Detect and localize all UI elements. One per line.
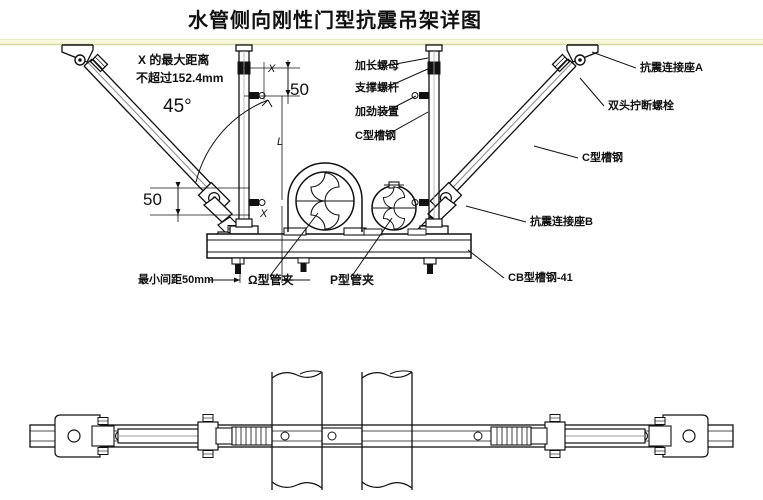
plan-view [29, 370, 734, 490]
callout-stiffener: 加劲装置 [355, 106, 399, 118]
note-min-spacing: 最小间距50mm [138, 274, 214, 286]
dimension-length-l: L [277, 136, 284, 148]
angle-label: 45° [163, 96, 192, 117]
dimension-x-top: X [268, 63, 276, 75]
callout-p-clamp: P型管夹 [330, 273, 375, 287]
callout-seismic-connector-a: 抗震连接座A [640, 62, 703, 74]
right-vertical-rod [411, 44, 449, 235]
p-pipe-clamp [363, 181, 427, 236]
callout-seismic-connector-b: 抗震连接座B [530, 216, 593, 228]
callout-c-channel-center: C型槽钢 [355, 130, 396, 142]
leader-lines [269, 51, 637, 279]
dimension-lines [150, 60, 310, 283]
left-vertical-rod [229, 44, 266, 235]
callout-double-head-bolt: 双头拧断螺栓 [608, 100, 674, 112]
dimension-left-50: 50 [143, 190, 162, 209]
dimension-top-50: 50 [290, 80, 309, 99]
note-max-distance-line2: 不超过152.4mm [136, 71, 224, 85]
omega-pipe-clamp [283, 162, 367, 236]
callout-c-channel-right: C型槽钢 [582, 152, 623, 164]
callout-support-rod: 支撑螺杆 [355, 82, 399, 94]
page-title: 水管侧向刚性门型抗震吊架详图 [188, 10, 482, 32]
ceiling-line [0, 39, 763, 46]
left-diagonal-brace [61, 44, 249, 241]
callout-extended-nut: 加长螺母 [355, 60, 399, 72]
dimension-x-bottom: X [260, 208, 268, 220]
horizontal-channel-beam [206, 233, 472, 274]
callout-omega-clamp: Ω型管夹 [248, 273, 294, 287]
note-max-distance-line1: X 的最大距离 [138, 53, 210, 67]
callout-cb-channel-41: CB型槽钢-41 [508, 272, 573, 284]
